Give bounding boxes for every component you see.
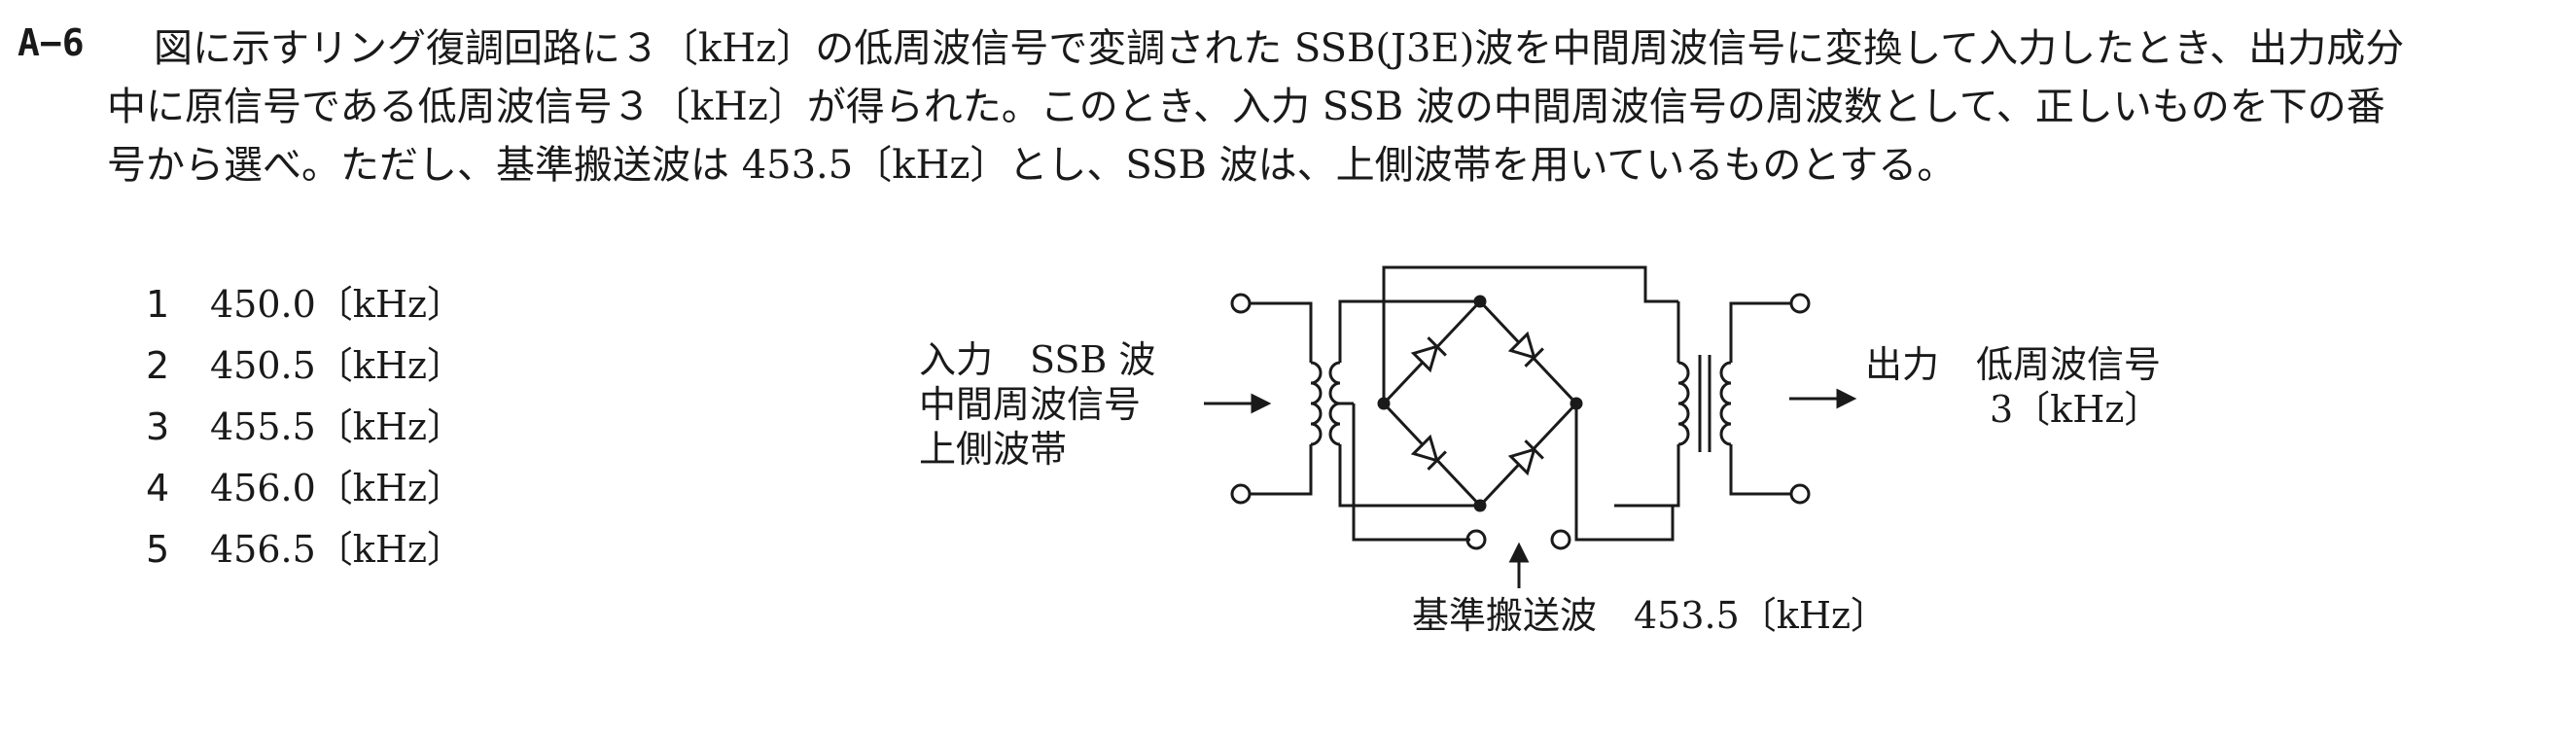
choice-number: 2 xyxy=(146,344,170,387)
input-arrow-icon xyxy=(1204,393,1272,414)
carrier-label: 基準搬送波 453.5〔kHz〕 xyxy=(1412,594,1888,637)
choice-number: 3 xyxy=(146,405,170,448)
choice-value: 456.5〔kHz〕 xyxy=(210,528,464,571)
diode-icon xyxy=(1410,434,1447,471)
question-text-line-3: 号から選べ。ただし、基準搬送波は 453.5〔kHz〕とし、SSB 波は、上側波… xyxy=(107,143,1957,188)
input-transformer-primary xyxy=(1310,361,1323,446)
choice-3[interactable]: 3 455.5〔kHz〕 xyxy=(146,403,464,451)
output-label-line-2: 3〔kHz〕 xyxy=(1990,388,2162,431)
input-transformer-secondary xyxy=(1328,361,1341,446)
carrier-arrow-icon xyxy=(1508,542,1530,588)
question-text-line-1: 図に示すリング復調回路に３〔kHz〕の低周波信号で変調された SSB(J3E)波… xyxy=(154,26,2405,71)
input-terminal-icon xyxy=(1230,483,1252,505)
output-arrow-icon xyxy=(1789,388,1857,409)
diode-bridge xyxy=(1381,298,1579,509)
diode-icon xyxy=(1410,336,1447,373)
carrier-terminal-icon xyxy=(1465,529,1487,550)
output-terminal-icon xyxy=(1789,293,1811,314)
choice-number: 4 xyxy=(146,467,170,509)
circuit-schematic xyxy=(1204,265,1857,588)
choice-value: 456.0〔kHz〕 xyxy=(210,467,464,509)
choice-value: 450.5〔kHz〕 xyxy=(210,344,464,387)
output-label-line-1: 出力 低周波信号 xyxy=(1865,343,2162,386)
choice-1[interactable]: 1 450.0〔kHz〕 xyxy=(146,280,464,329)
choice-number: 5 xyxy=(146,528,170,571)
diode-icon xyxy=(1507,439,1544,476)
output-transformer-primary xyxy=(1677,361,1690,446)
diode-icon xyxy=(1507,331,1544,368)
choice-5[interactable]: 5 456.5〔kHz〕 xyxy=(146,525,464,574)
input-label-line-2: 中間周波信号 xyxy=(919,383,1142,426)
choice-value: 450.0〔kHz〕 xyxy=(210,283,464,326)
carrier-terminal-icon xyxy=(1550,529,1571,550)
choice-number: 1 xyxy=(146,283,170,326)
output-terminal-icon xyxy=(1789,483,1811,505)
output-transformer-secondary xyxy=(1719,361,1732,446)
input-label-line-3: 上側波帯 xyxy=(919,428,1068,471)
question-text-line-2: 中に原信号である低周波信号３〔kHz〕が得られた。このとき、入力 SSB 波の中… xyxy=(107,85,2385,129)
question-number: A−6 xyxy=(18,21,85,64)
ring-demodulator-diagram: 入力 SSB 波 中間周波信号 上側波帯 出力 低周波信号 3〔kHz〕 基準搬… xyxy=(875,248,2237,656)
choice-2[interactable]: 2 450.5〔kHz〕 xyxy=(146,341,464,390)
choice-4[interactable]: 4 456.0〔kHz〕 xyxy=(146,464,464,512)
input-label-line-1: 入力 SSB 波 xyxy=(919,338,1156,381)
input-terminal-icon xyxy=(1230,293,1252,314)
choice-value: 455.5〔kHz〕 xyxy=(210,405,464,448)
